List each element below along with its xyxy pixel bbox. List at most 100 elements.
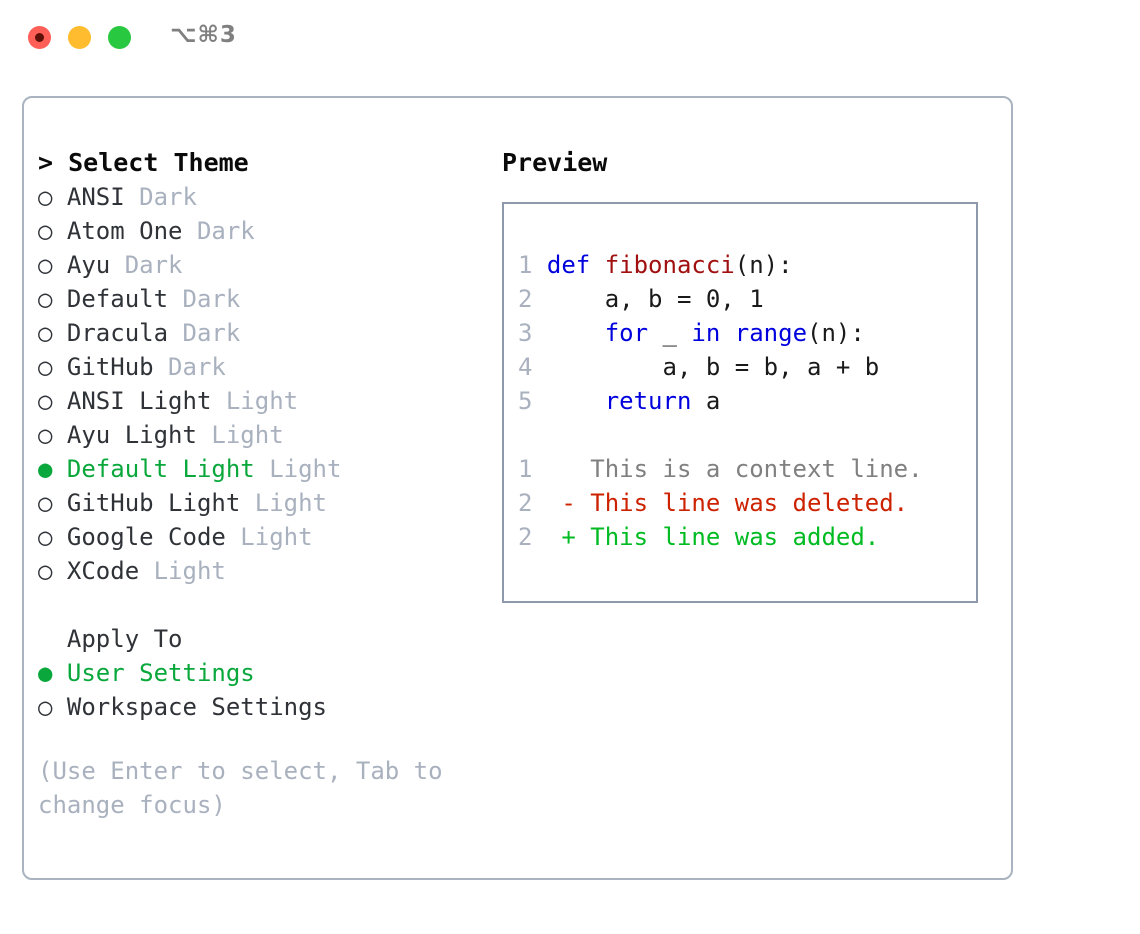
diff-marker xyxy=(532,455,590,483)
theme-option[interactable]: ○ XCode Light xyxy=(38,554,508,588)
theme-name: Ayu Light xyxy=(52,421,212,449)
code-token: (n): xyxy=(807,319,865,347)
diff-line: 1 This is a context line. xyxy=(518,452,923,486)
line-number: 4 xyxy=(518,353,533,381)
radio-selected-icon: ● xyxy=(38,455,53,483)
theme-option[interactable]: ○ Default Dark xyxy=(38,282,508,316)
theme-name: Atom One xyxy=(52,217,197,245)
apply-to-option[interactable]: ● User Settings xyxy=(38,656,508,690)
theme-option[interactable]: ● Default Light Light xyxy=(38,452,508,486)
code-gutter-space xyxy=(532,319,546,347)
code-token xyxy=(720,319,734,347)
zoom-button[interactable] xyxy=(108,26,131,49)
theme-option[interactable]: ○ GitHub Dark xyxy=(38,350,508,384)
theme-name: Default xyxy=(52,285,183,313)
code-token: range xyxy=(734,319,808,347)
line-number: 5 xyxy=(518,387,533,415)
diff-text: This is a context line. xyxy=(590,455,923,483)
radio-unselected-icon: ○ xyxy=(38,251,53,279)
code-token xyxy=(547,387,605,415)
code-line: 4 a, b = b, a + b xyxy=(518,350,923,384)
code-blank-line xyxy=(518,418,923,452)
code-line: 3 for _ in range(n): xyxy=(518,316,923,350)
theme-option[interactable]: ○ Ayu Dark xyxy=(38,248,508,282)
code-token: fibonacci xyxy=(604,251,735,279)
code-token xyxy=(547,319,605,347)
line-number: 2 xyxy=(518,523,533,551)
theme-mode-tag: Dark xyxy=(139,183,197,211)
theme-mode-tag: Light xyxy=(240,523,313,551)
line-number: 1 xyxy=(518,455,533,483)
radio-selected-icon: ● xyxy=(38,659,53,687)
code-gutter-space xyxy=(532,387,546,415)
code-line: 5 return a xyxy=(518,384,923,418)
line-number: 2 xyxy=(518,489,533,517)
diff-text: This line was deleted. xyxy=(590,489,909,517)
theme-mode-tag: Light xyxy=(211,421,284,449)
line-number: 3 xyxy=(518,319,533,347)
apply-to-list: ● User Settings○ Workspace Settings xyxy=(38,656,508,724)
radio-unselected-icon: ○ xyxy=(38,557,53,585)
theme-option[interactable]: ○ ANSI Light Light xyxy=(38,384,508,418)
radio-unselected-icon: ○ xyxy=(38,489,53,517)
code-token: _ xyxy=(648,319,692,347)
theme-name: XCode xyxy=(52,557,154,585)
line-number: 1 xyxy=(518,251,533,279)
theme-mode-tag: Light xyxy=(225,387,299,415)
code-line: 1 def fibonacci(n): xyxy=(518,248,923,282)
theme-mode-tag: Dark xyxy=(168,353,226,381)
apply-to-label: Workspace Settings xyxy=(52,693,327,721)
theme-list-column: > Select Theme ○ ANSI Dark○ Atom One Dar… xyxy=(38,146,508,822)
code-gutter-space xyxy=(532,353,546,381)
line-number: 2 xyxy=(518,285,533,313)
code-token: def xyxy=(546,251,605,279)
theme-name: GitHub xyxy=(52,353,169,381)
theme-option[interactable]: ○ GitHub Light Light xyxy=(38,486,508,520)
theme-option[interactable]: ○ Atom One Dark xyxy=(38,214,508,248)
theme-mode-tag: Dark xyxy=(196,217,255,245)
preview-title: Preview xyxy=(502,148,608,177)
theme-mode-tag: Dark xyxy=(124,251,183,279)
theme-name: ANSI Light xyxy=(52,387,226,415)
radio-unselected-icon: ○ xyxy=(38,523,53,551)
code-token: return xyxy=(604,387,692,415)
theme-name: Ayu xyxy=(52,251,125,279)
minimize-button[interactable] xyxy=(68,26,91,49)
diff-line: 2 - This line was deleted. xyxy=(518,486,923,520)
radio-unselected-icon: ○ xyxy=(38,693,53,721)
keyboard-hint: (Use Enter to select, Tab to change focu… xyxy=(38,757,443,819)
theme-option[interactable]: ○ Dracula Dark xyxy=(38,316,508,350)
theme-name: Google Code xyxy=(52,523,241,551)
theme-option[interactable]: ○ Google Code Light xyxy=(38,520,508,554)
apply-to-label: User Settings xyxy=(52,659,255,687)
close-button[interactable] xyxy=(28,26,51,49)
theme-mode-tag: Light xyxy=(269,455,342,483)
code-token: a, b = 0, 1 xyxy=(546,285,764,313)
radio-unselected-icon: ○ xyxy=(38,387,53,415)
title-bar: ⌥⌘3 xyxy=(0,0,1140,78)
theme-list: ○ ANSI Dark○ Atom One Dark○ Ayu Dark○ De… xyxy=(38,180,508,588)
theme-mode-tag: Light xyxy=(153,557,226,585)
window-shortcut-label: ⌥⌘3 xyxy=(170,22,237,48)
code-token: (n): xyxy=(734,251,793,279)
theme-option[interactable]: ○ Ayu Light Light xyxy=(38,418,508,452)
apply-to-option[interactable]: ○ Workspace Settings xyxy=(38,690,508,724)
theme-mode-tag: Dark xyxy=(182,285,241,313)
list-spacer xyxy=(38,588,508,622)
theme-name: GitHub Light xyxy=(52,489,255,517)
preview-column: Preview 1 def fibonacci(n):2 a, b = 0, 1… xyxy=(502,146,1002,603)
radio-unselected-icon: ○ xyxy=(38,421,53,449)
code-token: a xyxy=(691,387,721,415)
code-token: in xyxy=(691,319,721,347)
diff-marker: + xyxy=(532,523,591,551)
panel-columns: > Select Theme ○ ANSI Dark○ Atom One Dar… xyxy=(24,98,1011,878)
code-gutter-space xyxy=(532,285,546,313)
radio-unselected-icon: ○ xyxy=(38,353,53,381)
theme-option[interactable]: ○ ANSI Dark xyxy=(38,180,508,214)
theme-name: Dracula xyxy=(52,319,183,347)
select-theme-header: > Select Theme xyxy=(38,148,249,177)
radio-unselected-icon: ○ xyxy=(38,217,53,245)
